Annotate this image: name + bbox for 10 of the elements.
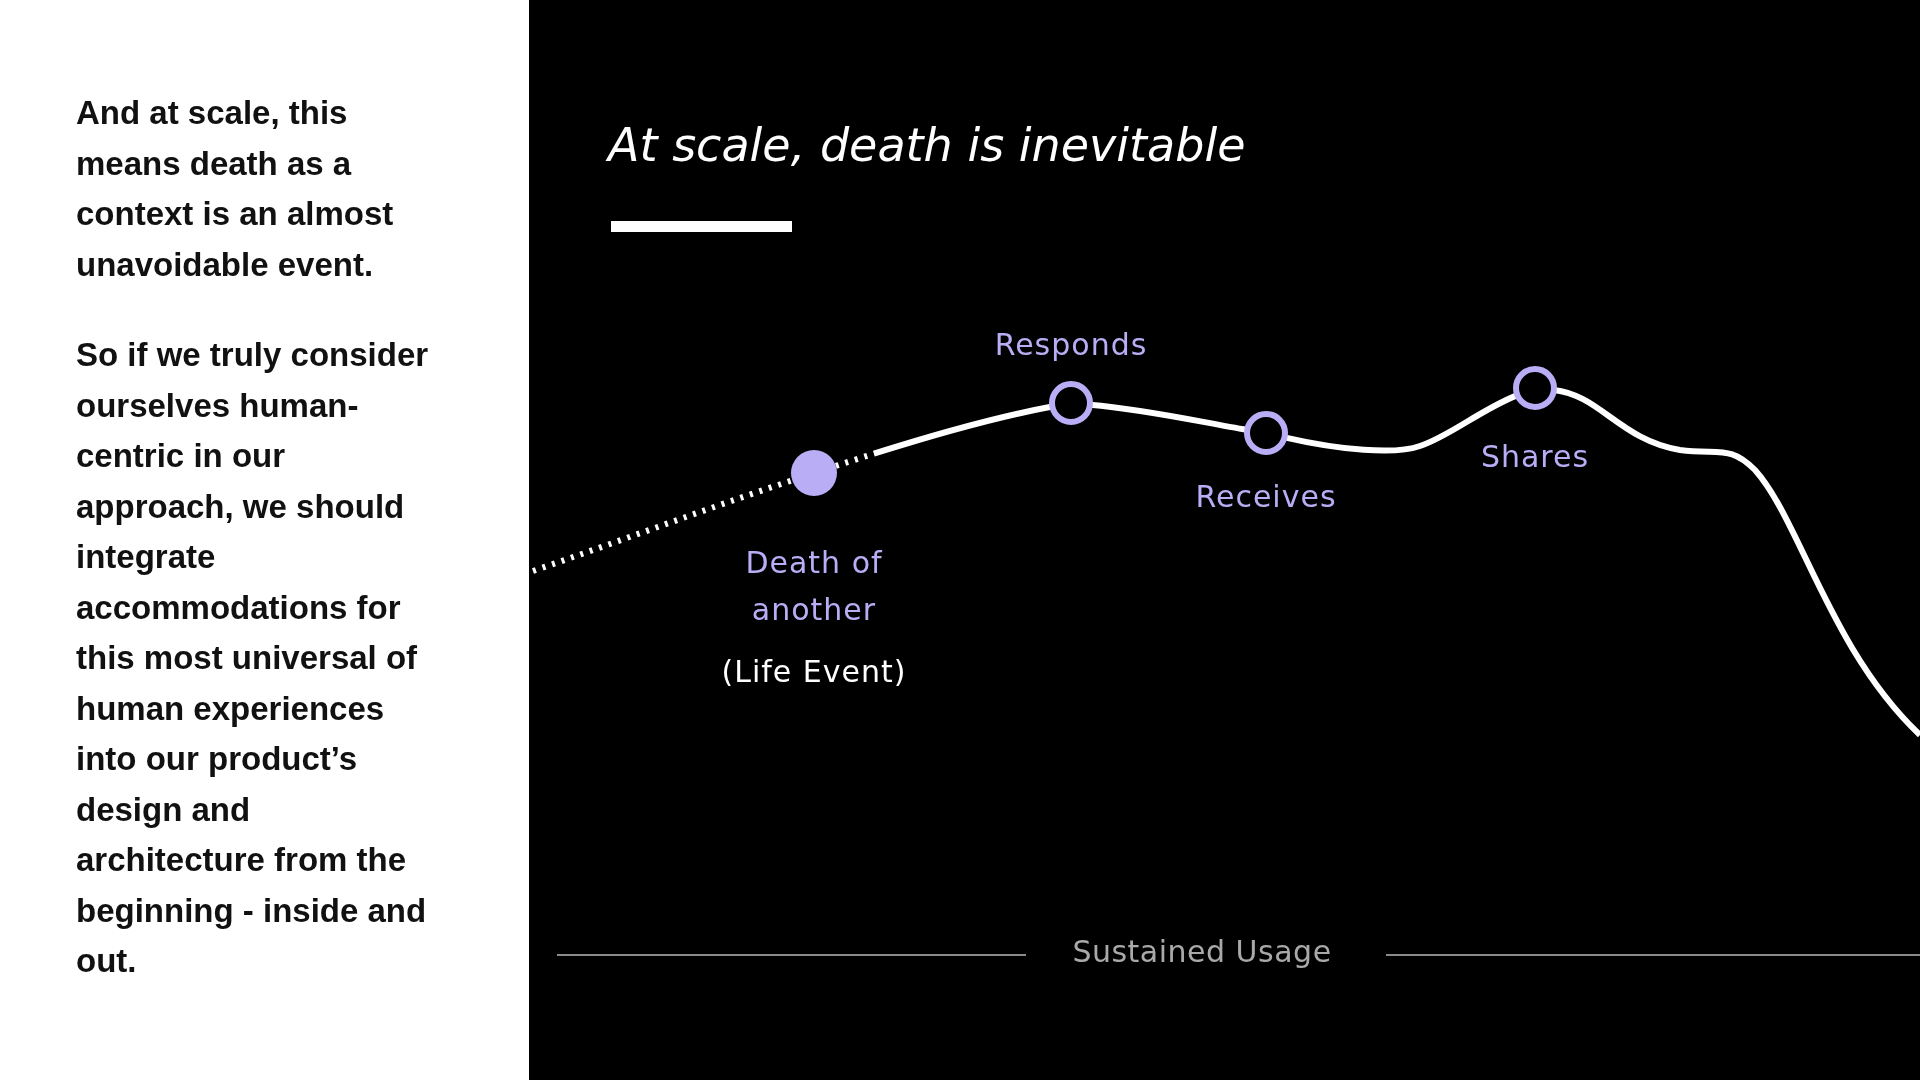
- curve-line: [834, 403, 1053, 469]
- milestone-label: Shares: [1480, 438, 1590, 476]
- paragraph: And at scale, this means death as a context is an almost unavoidable event.: [76, 93, 395, 285]
- paragraph: So if we truly consider ourselves human-centric in our approach, we should integrate accommodations for this most universal of human experiences into our product’s design and architecture from the beginning - inside and out.: [76, 335, 430, 981]
- milestone-label: (Life Event): [721, 653, 907, 691]
- curve-line: [532, 477, 794, 574]
- axis-label: Sustained Usage: [1072, 934, 1332, 969]
- milestone-label: Receives: [1195, 478, 1337, 516]
- milestone-label: Responds: [994, 326, 1148, 364]
- milestone-label: Death of another: [744, 544, 884, 629]
